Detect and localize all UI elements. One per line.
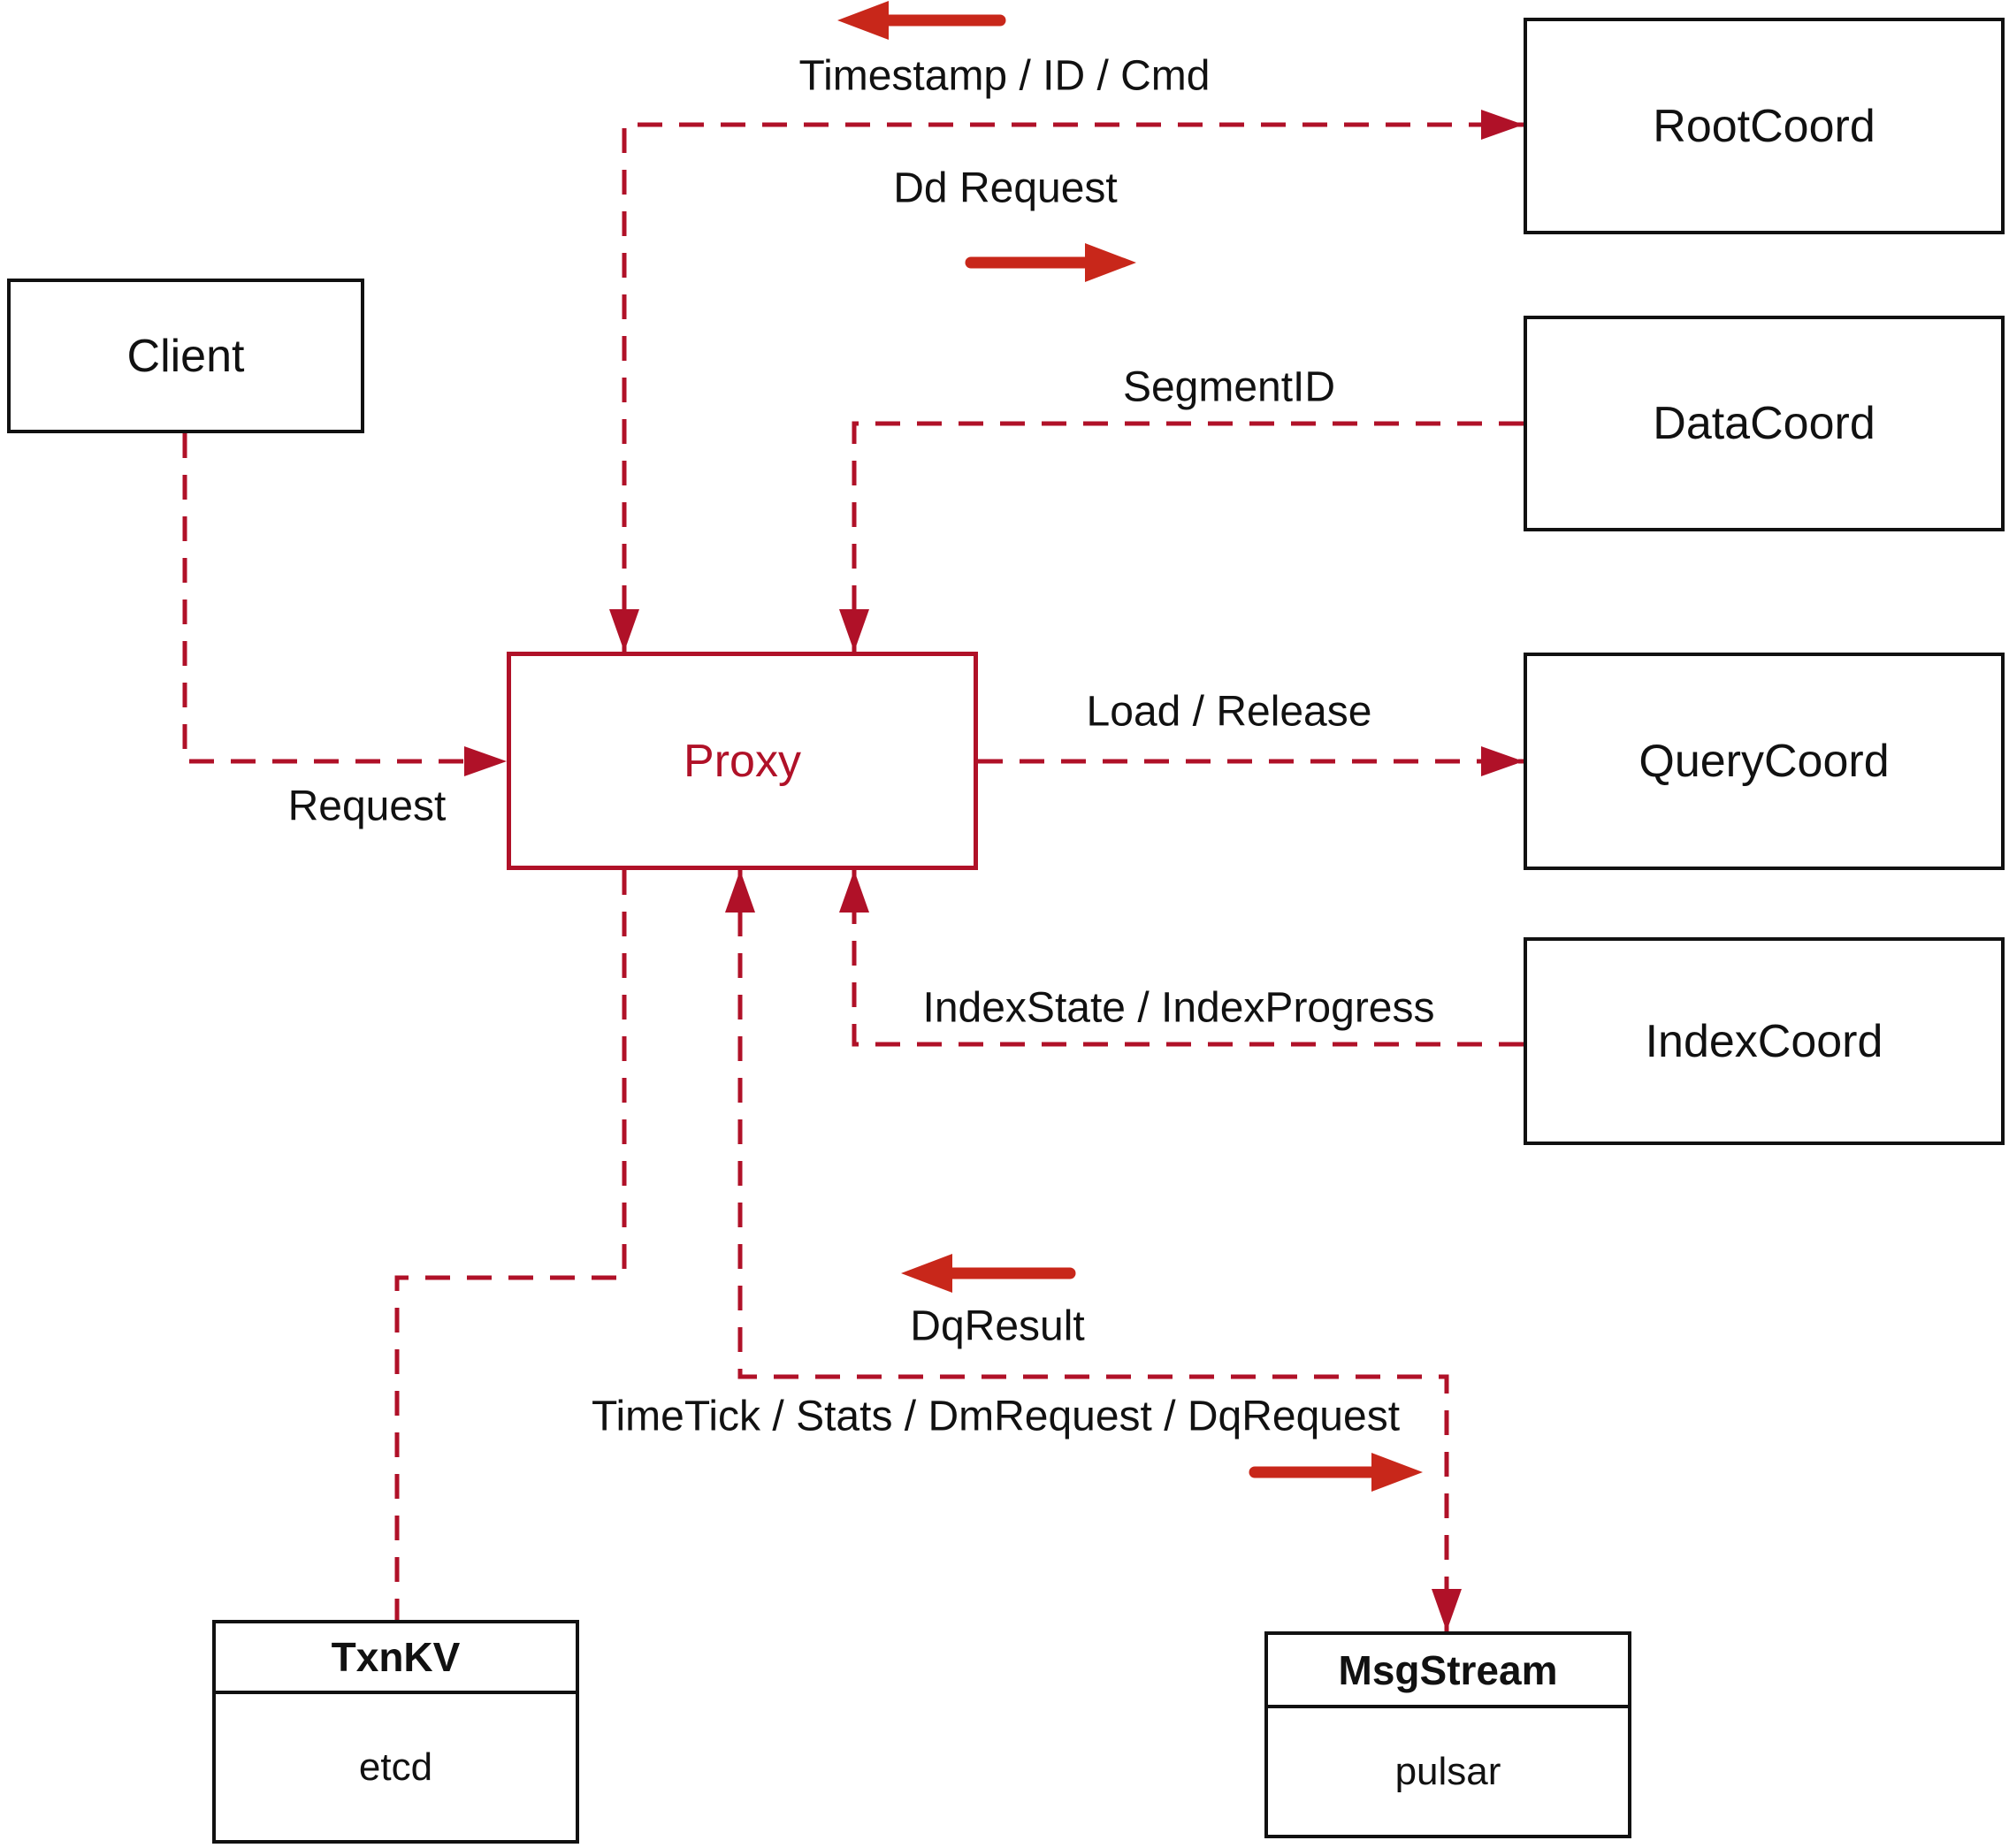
client-label: Client bbox=[126, 330, 245, 382]
edge-label-index-state: IndexState / IndexProgress bbox=[922, 984, 1435, 1032]
flow-arrow-timestamp-left-icon bbox=[837, 1, 1006, 40]
msgstream-node: MsgStream pulsar bbox=[1264, 1631, 1631, 1838]
connector-proxy-txnkv bbox=[394, 870, 627, 1620]
connector-proxy-rootcoord bbox=[622, 122, 1524, 652]
arrowhead-into-querycoord-icon bbox=[1481, 746, 1524, 776]
arrowhead-into-rootcoord-icon bbox=[1481, 110, 1524, 140]
connector-proxy-msgstream bbox=[737, 870, 1449, 1631]
client-node: Client bbox=[7, 279, 364, 433]
datacoord-node: DataCoord bbox=[1524, 316, 2005, 531]
proxy-node: Proxy bbox=[507, 652, 978, 870]
connector-client-proxy bbox=[182, 433, 495, 764]
rootcoord-node: RootCoord bbox=[1524, 18, 2005, 234]
txnkv-node: TxnKV etcd bbox=[212, 1620, 579, 1844]
flow-arrow-timetick-right-icon bbox=[1249, 1453, 1423, 1492]
edge-label-request: Request bbox=[287, 783, 447, 830]
flow-arrow-dd-request-right-icon bbox=[965, 243, 1136, 282]
edge-label-timestamp: Timestamp / ID / Cmd bbox=[798, 52, 1211, 100]
txnkv-title: TxnKV bbox=[216, 1623, 576, 1694]
querycoord-label: QueryCoord bbox=[1639, 736, 1890, 787]
edge-label-dq-result: DqResult bbox=[910, 1302, 1085, 1350]
proxy-label: Proxy bbox=[684, 735, 801, 787]
arrowhead-into-proxy-top-right-icon bbox=[839, 609, 869, 652]
indexcoord-node: IndexCoord bbox=[1524, 937, 2005, 1145]
edge-label-dd-request: Dd Request bbox=[893, 164, 1118, 212]
msgstream-title: MsgStream bbox=[1268, 1635, 1628, 1708]
querycoord-node: QueryCoord bbox=[1524, 653, 2005, 870]
datacoord-label: DataCoord bbox=[1653, 398, 1875, 449]
connector-indexcoord-proxy bbox=[852, 870, 1524, 1047]
txnkv-impl: etcd bbox=[358, 1745, 433, 1789]
arrowhead-into-proxy-bottom-right-icon bbox=[839, 870, 869, 913]
arrowhead-into-proxy-left-icon bbox=[464, 746, 507, 776]
arrowhead-into-proxy-top-left-icon bbox=[609, 609, 639, 652]
connector-datacoord-proxy bbox=[852, 421, 1524, 652]
indexcoord-label: IndexCoord bbox=[1645, 1015, 1883, 1067]
msgstream-impl: pulsar bbox=[1394, 1749, 1501, 1793]
rootcoord-label: RootCoord bbox=[1653, 100, 1875, 152]
arrowhead-into-proxy-bottom-left-icon bbox=[725, 870, 755, 913]
arrowhead-into-msgstream-icon bbox=[1432, 1589, 1462, 1631]
edge-label-timetick: TimeTick / Stats / DmRequest / DqRequest bbox=[591, 1393, 1401, 1440]
flow-arrow-dq-result-left-icon bbox=[901, 1254, 1076, 1293]
edge-label-segment-id: SegmentID bbox=[1122, 363, 1336, 411]
edge-label-load-release: Load / Release bbox=[1086, 688, 1372, 736]
